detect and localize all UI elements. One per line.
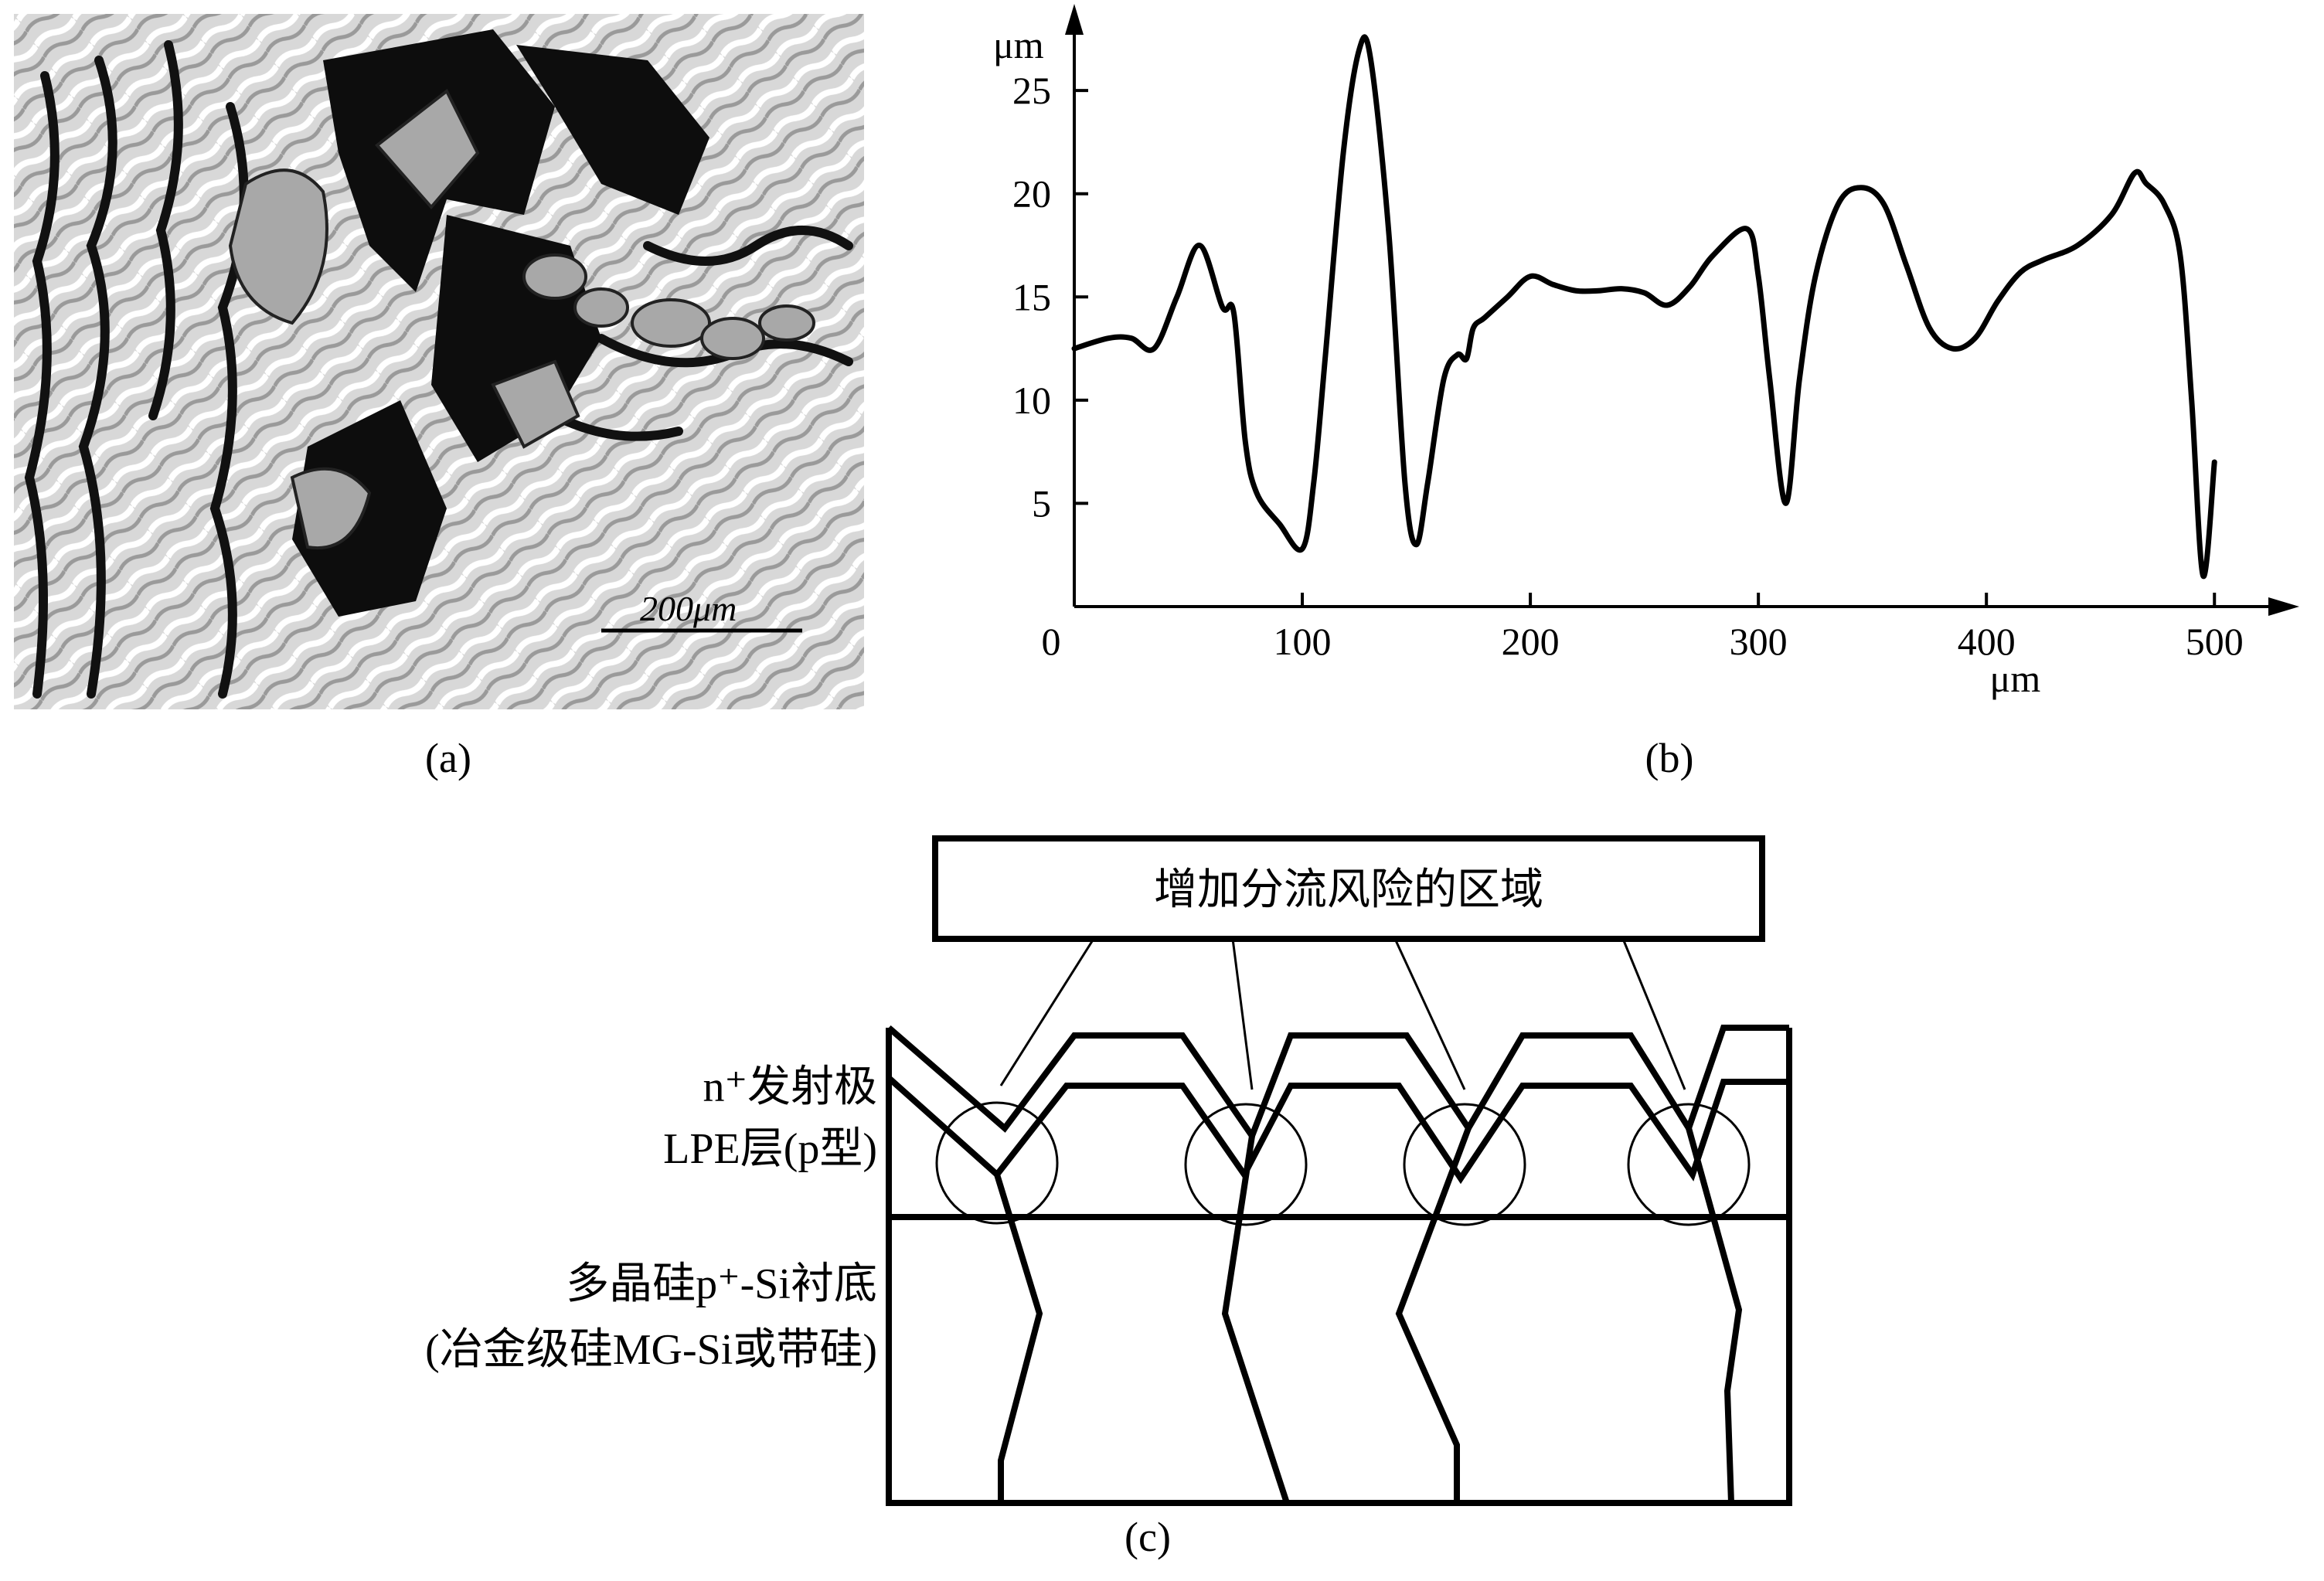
substrate-frame [886, 1028, 1792, 1506]
y-axis-label: μm [993, 23, 1044, 66]
lpe-surface [886, 1076, 1789, 1185]
x-tick-label: 200 [1502, 620, 1560, 663]
callout-box [932, 835, 1765, 942]
x-tick-label: 100 [1274, 620, 1332, 663]
substrate-label: 多晶硅p⁺-Si衬底 [566, 1260, 877, 1308]
y-axis-arrow [1065, 4, 1084, 35]
panel-a-caption: (a) [425, 735, 471, 781]
x-axis-label: μm [1990, 657, 2041, 700]
emitter-label: n⁺发射极 [703, 1063, 877, 1111]
y-tick-label: 25 [1012, 69, 1051, 112]
risk-circles [935, 1101, 1751, 1226]
y-tick-label: 5 [1032, 481, 1051, 525]
y-tick-label: 15 [1012, 275, 1051, 318]
micrograph-panel: 200μm [14, 14, 864, 709]
substrate-sub-label: (冶金级硅MG-Si或带硅) [425, 1326, 877, 1374]
chart-axes [1065, 4, 2299, 616]
scale-bar-label: 200μm [640, 589, 737, 628]
grain-boundaries [994, 1127, 1743, 1504]
profile-chart: 0 100 200 300 400 500 5 10 15 20 25 μm μm [993, 4, 2299, 700]
x-tick-label: 500 [2186, 620, 2244, 663]
x-axis-arrow [2268, 597, 2299, 616]
profile-line [1071, 34, 2217, 580]
grey-grains [228, 88, 815, 550]
callout-leader-lines [999, 938, 1686, 1090]
cross-section-diagram: 增加分流风险的区域 n⁺发射极 LPE层(p型) 多晶硅p⁺-Si衬底 (冶金级… [425, 835, 1792, 1506]
callout-label: 增加分流风险的区域 [1154, 866, 1543, 914]
y-tick-label: 10 [1012, 379, 1051, 422]
lpe-label: LPE层(p型) [663, 1125, 877, 1173]
x-tick-label: 0 [1042, 620, 1061, 663]
panel-c-caption: (c) [1125, 1514, 1171, 1560]
panel-b-caption: (b) [1645, 735, 1694, 781]
y-tick-label: 20 [1012, 172, 1051, 216]
x-tick-label: 300 [1730, 620, 1788, 663]
chart-ticks: 0 100 200 300 400 500 5 10 15 20 25 [1012, 69, 2244, 663]
x-tick-label: 400 [1958, 620, 2016, 663]
